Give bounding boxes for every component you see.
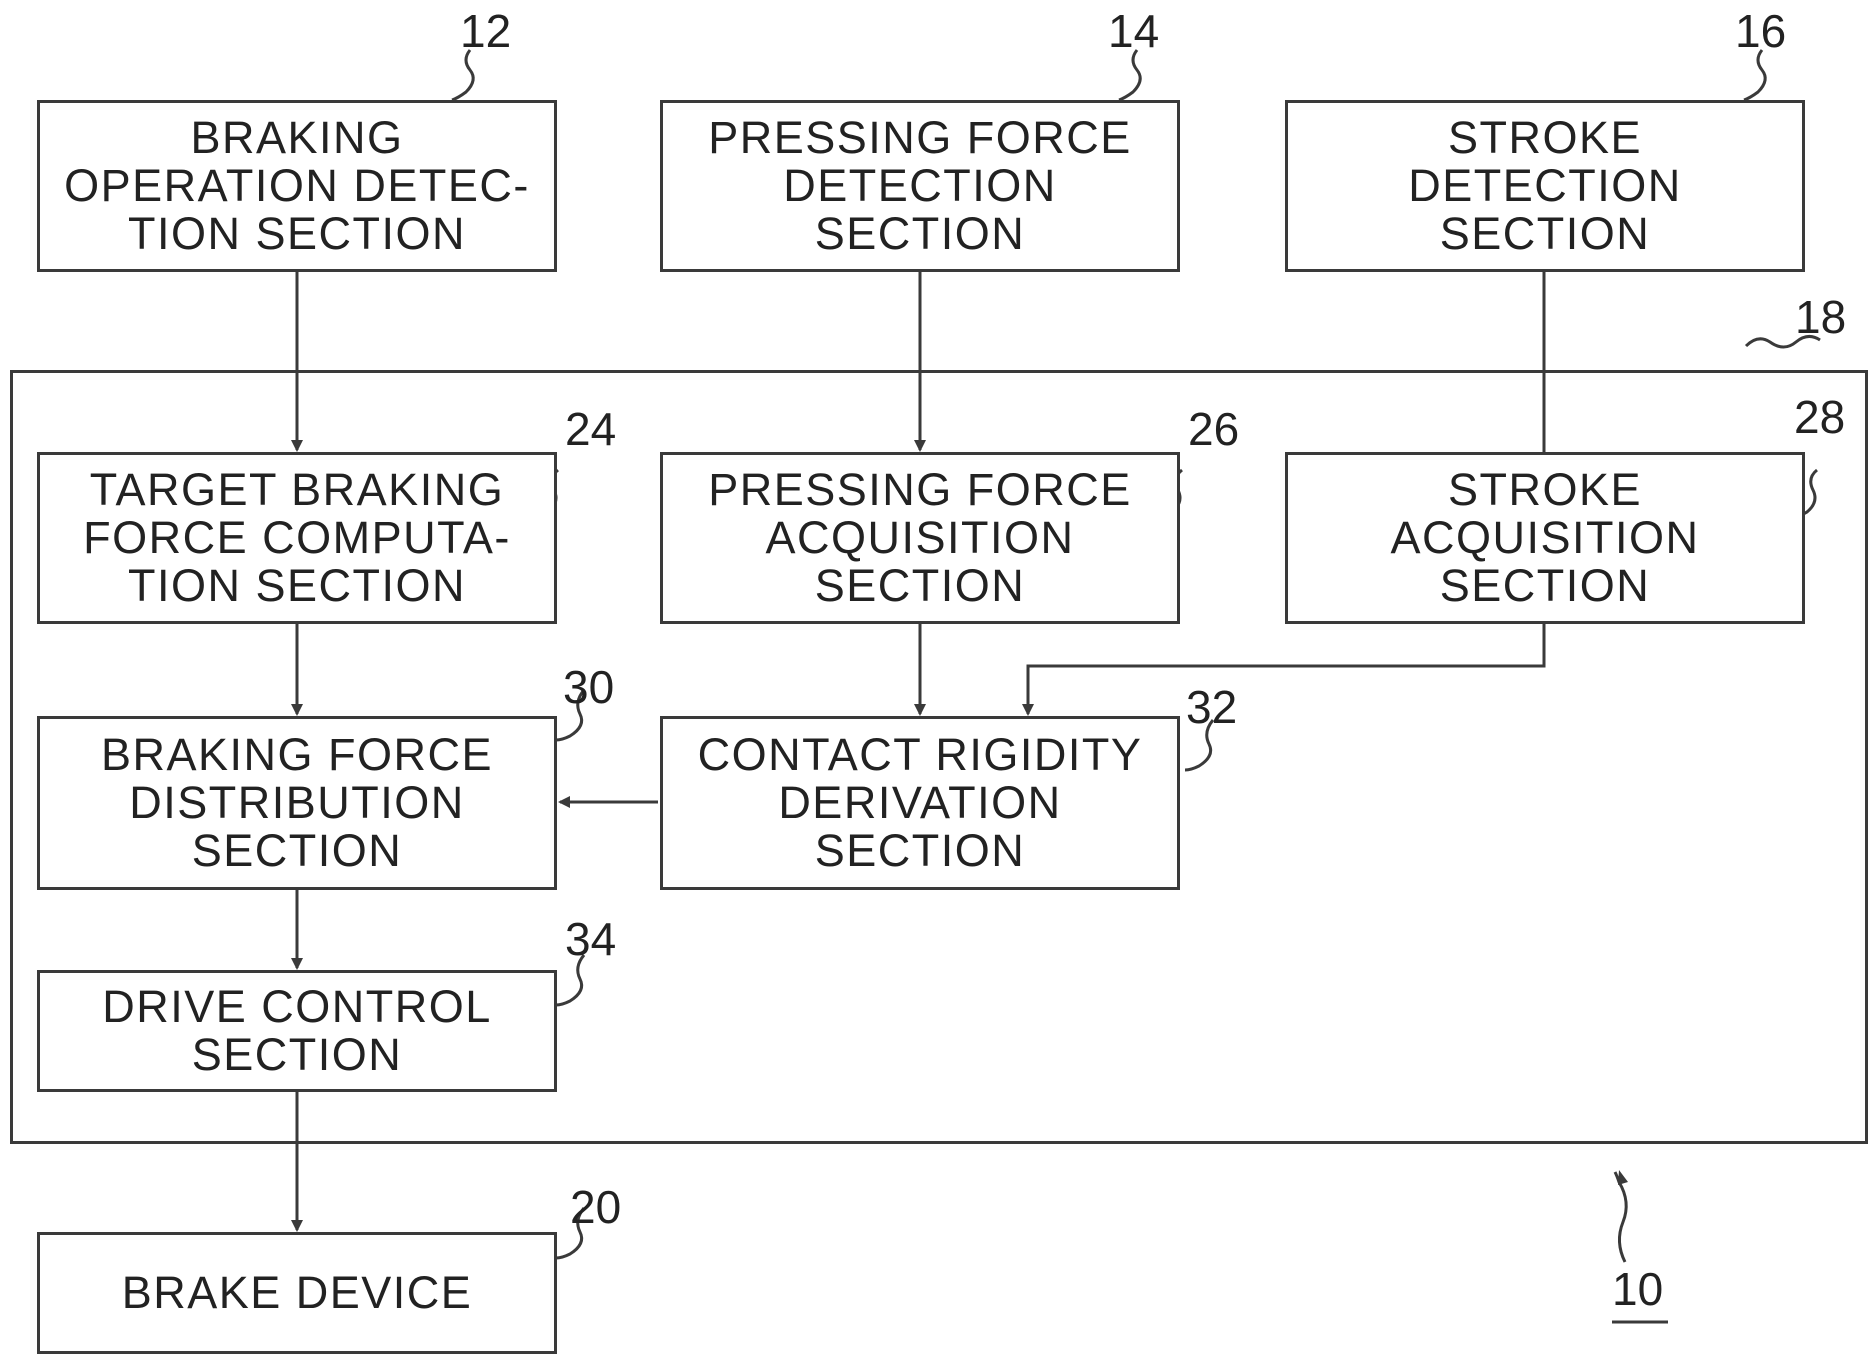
ref-numeral-28: 28 xyxy=(1794,390,1845,444)
ref-numeral-10: 10 xyxy=(1612,1262,1663,1316)
target-braking-force-computation-box: TARGET BRAKING FORCE COMPUTA- TION SECTI… xyxy=(37,452,557,624)
block-label: STROKE DETECTION SECTION xyxy=(1408,114,1682,258)
brake-device-box: BRAKE DEVICE xyxy=(37,1232,557,1354)
ref-numeral-32: 32 xyxy=(1186,680,1237,734)
ref-numeral-30: 30 xyxy=(563,660,614,714)
block-label: CONTACT RIGIDITY DERIVATION SECTION xyxy=(698,731,1143,875)
block-label: STROKE ACQUISITION SECTION xyxy=(1390,466,1699,610)
stroke-detection-box: STROKE DETECTION SECTION xyxy=(1285,100,1805,272)
ref-numeral-26: 26 xyxy=(1188,402,1239,456)
braking-operation-detection-box: BRAKING OPERATION DETEC- TION SECTION xyxy=(37,100,557,272)
block-label: BRAKING FORCE DISTRIBUTION SECTION xyxy=(101,731,493,875)
contact-rigidity-derivation-box: CONTACT RIGIDITY DERIVATION SECTION xyxy=(660,716,1180,890)
block-label: TARGET BRAKING FORCE COMPUTA- TION SECTI… xyxy=(83,466,511,610)
braking-force-distribution-box: BRAKING FORCE DISTRIBUTION SECTION xyxy=(37,716,557,890)
ref-numeral-16: 16 xyxy=(1735,4,1786,58)
drive-control-box: DRIVE CONTROL SECTION xyxy=(37,970,557,1092)
pointer-10 xyxy=(1615,1172,1626,1262)
block-label: PRESSING FORCE DETECTION SECTION xyxy=(708,114,1132,258)
ref-numeral-14: 14 xyxy=(1108,4,1159,58)
ref-numeral-34: 34 xyxy=(565,912,616,966)
ref-numeral-12: 12 xyxy=(460,4,511,58)
ref-numeral-20: 20 xyxy=(570,1180,621,1234)
block-label: BRAKING OPERATION DETEC- TION SECTION xyxy=(64,114,530,258)
pressing-force-acquisition-box: PRESSING FORCE ACQUISITION SECTION xyxy=(660,452,1180,624)
block-label: DRIVE CONTROL SECTION xyxy=(102,983,492,1079)
block-label: PRESSING FORCE ACQUISITION SECTION xyxy=(708,466,1132,610)
ref-numeral-18: 18 xyxy=(1795,290,1846,344)
stroke-acquisition-box: STROKE ACQUISITION SECTION xyxy=(1285,452,1805,624)
pressing-force-detection-box: PRESSING FORCE DETECTION SECTION xyxy=(660,100,1180,272)
block-label: BRAKE DEVICE xyxy=(122,1269,473,1317)
ref-numeral-24: 24 xyxy=(565,402,616,456)
